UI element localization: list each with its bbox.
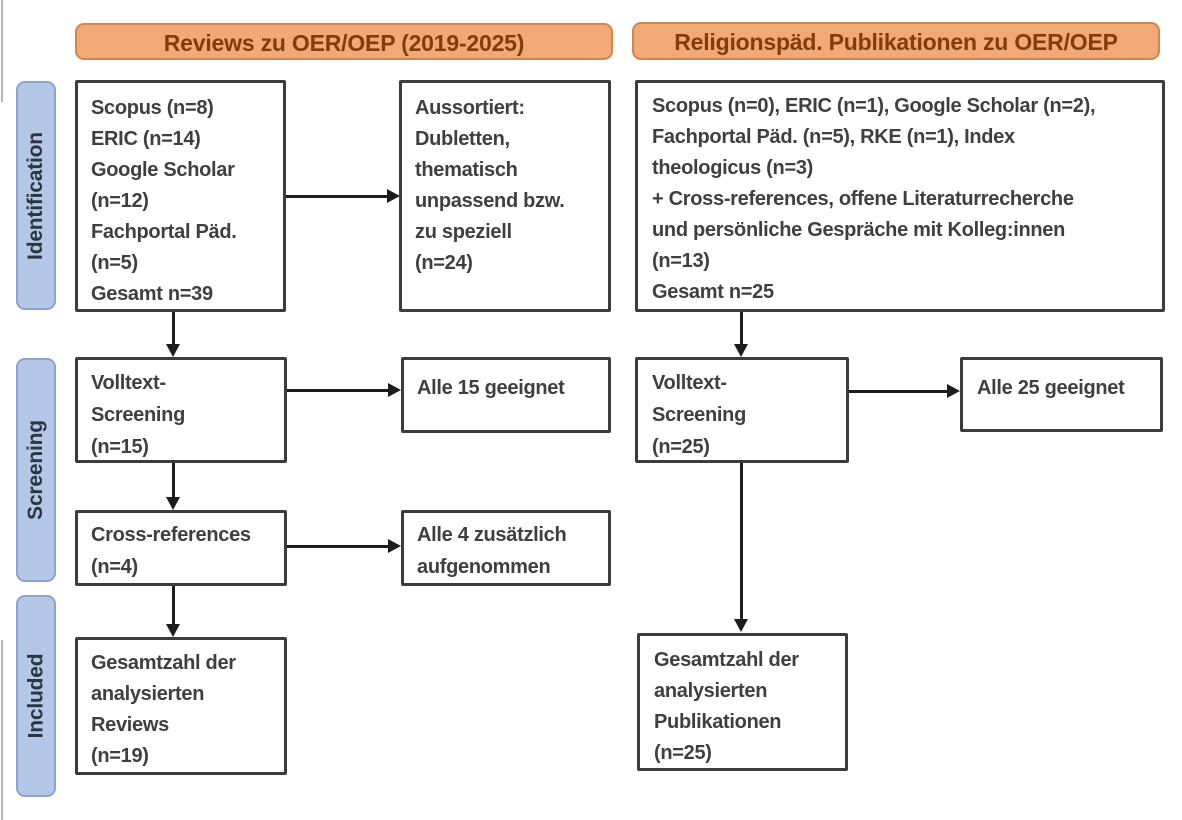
box-line: Volltext- bbox=[652, 372, 727, 394]
arrow-left-fulltext-to-eligible-head bbox=[388, 383, 401, 397]
stage-label-included-text: Included bbox=[24, 653, 47, 739]
box-left-excluded: Aussortiert: Dubletten, thematisch unpassen… bbox=[399, 80, 611, 312]
box-line: Aussortiert: bbox=[415, 97, 525, 119]
arrow-left-crossref-to-added-shaft bbox=[287, 545, 390, 548]
box-line: Screening bbox=[652, 404, 746, 426]
arrow-left-crossref-to-included-shaft bbox=[172, 586, 175, 626]
box-line: (n=4) bbox=[91, 556, 138, 578]
box-line: und persönliche Gespräche mit Kolleg:inn… bbox=[652, 219, 1066, 241]
box-line: zu speziell bbox=[415, 221, 512, 243]
arrow-right-fulltext-to-included-shaft bbox=[740, 463, 743, 621]
arrow-right-sources-to-fulltext-head bbox=[734, 344, 748, 357]
arrow-left-fulltext-to-crossref-head bbox=[166, 497, 180, 510]
box-line: Gesamtzahl der bbox=[654, 649, 799, 671]
stage-label-identification: Identification bbox=[16, 81, 56, 310]
box-line: Gesamt n=25 bbox=[652, 281, 774, 303]
page-edge-line-top bbox=[1, 0, 3, 102]
arrow-left-fulltext-to-crossref-shaft bbox=[172, 463, 175, 499]
column-header-reviews: Reviews zu OER/OEP (2019-2025) bbox=[75, 23, 613, 60]
arrow-left-crossref-to-included-head bbox=[166, 624, 180, 637]
box-left-sources: Scopus (n=8) ERIC (n=14) Google Scholar (n=… bbox=[75, 80, 286, 312]
box-line: (n=25) bbox=[654, 742, 712, 764]
stage-label-identification-text: Identification bbox=[24, 131, 47, 260]
box-line: (n=5) bbox=[91, 252, 138, 274]
box-line: Gesamtzahl der bbox=[91, 652, 236, 674]
box-left-crossref: Cross-references (n=4) bbox=[75, 510, 287, 586]
box-line: Volltext- bbox=[91, 372, 166, 394]
box-left-eligible: Alle 15 geeignet bbox=[401, 357, 611, 433]
box-line: Dubletten, bbox=[415, 128, 510, 150]
box-line: Reviews bbox=[91, 714, 169, 736]
arrow-left-sources-to-fulltext-shaft bbox=[172, 312, 175, 346]
box-line: (n=12) bbox=[91, 190, 149, 212]
box-line: Publikationen bbox=[654, 711, 782, 733]
box-left-added: Alle 4 zusätzlich aufgenommen bbox=[401, 510, 611, 586]
box-line: unpassend bzw. bbox=[415, 190, 565, 212]
arrow-left-sources-to-excluded-shaft bbox=[286, 195, 388, 198]
box-line: aufgenommen bbox=[417, 556, 551, 578]
arrow-right-fulltext-to-included-head bbox=[734, 619, 748, 632]
stage-label-screening-text: Screening bbox=[24, 420, 48, 520]
box-line: Scopus (n=0), ERIC (n=1), Google Scholar… bbox=[652, 95, 1096, 117]
box-line: Gesamt n=39 bbox=[91, 283, 213, 305]
box-line: analysierten bbox=[654, 680, 768, 702]
stage-label-screening: Screening bbox=[16, 358, 56, 582]
box-line: Alle 25 geeignet bbox=[977, 377, 1125, 399]
arrow-right-sources-to-fulltext-shaft bbox=[740, 312, 743, 346]
box-right-eligible: Alle 25 geeignet bbox=[960, 357, 1163, 432]
box-line: ERIC (n=14) bbox=[91, 128, 201, 150]
box-line: Scopus (n=8) bbox=[91, 97, 214, 119]
box-right-fulltext-screening: Volltext- Screening (n=25) bbox=[635, 357, 849, 463]
box-line: analysierten bbox=[91, 683, 205, 705]
box-line: (n=15) bbox=[91, 436, 149, 458]
box-left-fulltext-screening: Volltext- Screening (n=15) bbox=[75, 357, 287, 463]
arrow-left-sources-to-excluded-head bbox=[387, 189, 400, 203]
box-line: Fachportal Päd. (n=5), RKE (n=1), Index bbox=[652, 126, 1015, 148]
stage-label-included: Included bbox=[16, 595, 56, 797]
column-header-religionspaed: Religionspäd. Publikationen zu OER/OEP bbox=[632, 22, 1160, 60]
box-right-sources: Scopus (n=0), ERIC (n=1), Google Scholar… bbox=[635, 80, 1165, 312]
box-line: Cross-references bbox=[91, 524, 251, 546]
box-line: (n=19) bbox=[91, 745, 149, 767]
arrow-right-fulltext-to-eligible-shaft bbox=[849, 390, 949, 393]
box-line: + Cross-references, offene Literaturrech… bbox=[652, 188, 1074, 210]
box-line: Screening bbox=[91, 404, 185, 426]
box-line: (n=13) bbox=[652, 250, 710, 272]
box-line: thematisch bbox=[415, 159, 518, 181]
arrow-left-crossref-to-added-head bbox=[388, 539, 401, 553]
box-line: Fachportal Päd. bbox=[91, 221, 237, 243]
box-line: Alle 4 zusätzlich bbox=[417, 524, 567, 546]
box-line: (n=24) bbox=[415, 252, 473, 274]
box-line: theologicus (n=3) bbox=[652, 157, 814, 179]
arrow-right-fulltext-to-eligible-head bbox=[947, 384, 960, 398]
box-line: Google Scholar bbox=[91, 159, 235, 181]
arrow-left-fulltext-to-eligible-shaft bbox=[287, 389, 390, 392]
arrow-left-sources-to-fulltext-head bbox=[166, 344, 180, 357]
box-line: Alle 15 geeignet bbox=[417, 377, 565, 399]
page-edge-line-bottom bbox=[1, 640, 3, 820]
box-line: (n=25) bbox=[652, 436, 710, 458]
